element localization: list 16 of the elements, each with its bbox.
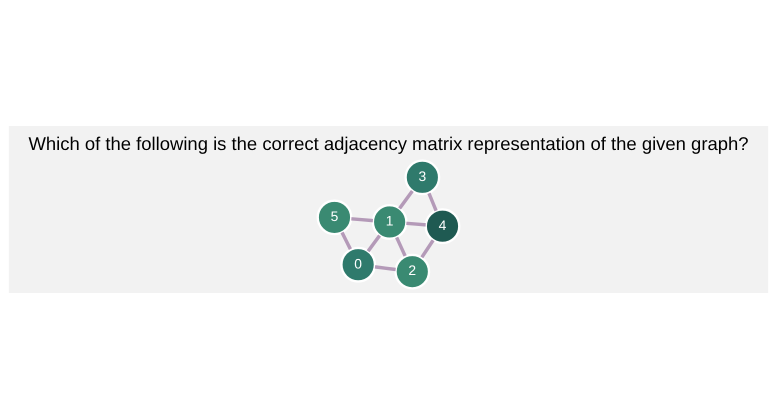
- node-circle: 2: [394, 254, 430, 290]
- connector: [340, 232, 352, 250]
- connector: [398, 190, 414, 210]
- connector: [366, 234, 382, 252]
- connector: [427, 192, 438, 212]
- connector: [406, 222, 426, 227]
- connector: [374, 265, 396, 272]
- diagram-title: Which of the following is the correct adjacency matrix representation of the given graph?: [28, 133, 749, 154]
- connector: [420, 239, 435, 258]
- node-circle: 1: [372, 204, 408, 240]
- node-circle: 5: [316, 200, 352, 236]
- node-circle: 3: [404, 159, 440, 196]
- node-circle: 4: [424, 208, 460, 244]
- connector: [351, 217, 374, 222]
- node-circle: 0: [340, 246, 376, 283]
- connector: [395, 236, 407, 257]
